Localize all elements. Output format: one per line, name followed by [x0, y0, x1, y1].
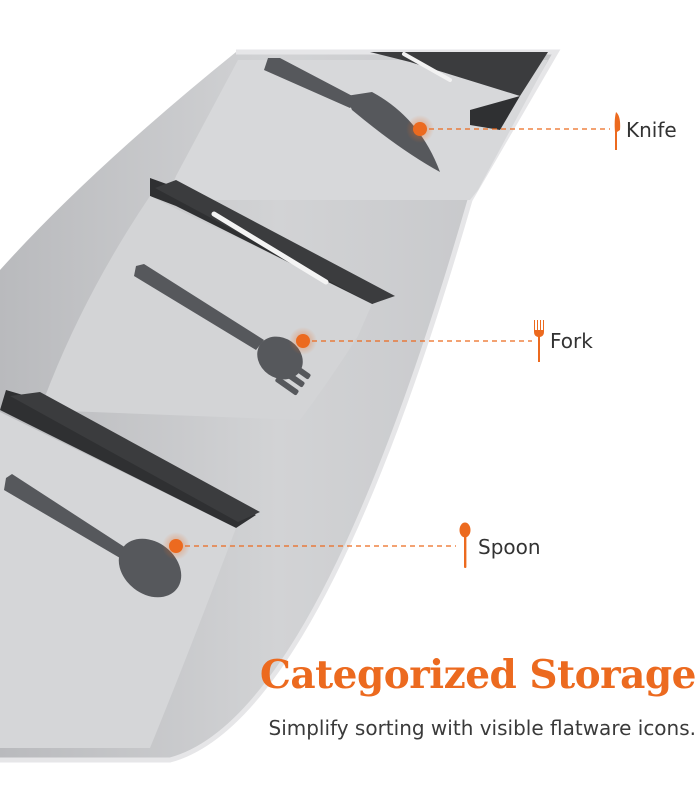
subheadline: Simplify sorting with visible flatware i…: [268, 716, 697, 740]
divider-2-top: [10, 392, 260, 522]
divider-highlight: [402, 52, 452, 82]
fork-label: Fork: [550, 329, 593, 353]
knife-icon: [614, 112, 621, 150]
fork-icon: [534, 320, 544, 362]
fork-marker-dot: [289, 327, 317, 355]
compartment-shadow: [470, 96, 520, 130]
knife-marker-dot: [406, 115, 434, 143]
compartment-spoon: [0, 412, 236, 748]
spoon-marker-dot: [162, 532, 190, 560]
compartment-knife: [166, 60, 548, 200]
knife-label: Knife: [626, 118, 677, 142]
divider-highlight-2: [211, 211, 329, 285]
spoon-icon: [459, 522, 471, 568]
divider-1-top: [155, 180, 395, 304]
knife-illustration: [264, 58, 440, 172]
tray-rim: [0, 49, 561, 763]
spoon-label: Spoon: [478, 535, 541, 559]
headline: Categorized Storage: [259, 652, 697, 698]
divider-top: [370, 52, 548, 96]
